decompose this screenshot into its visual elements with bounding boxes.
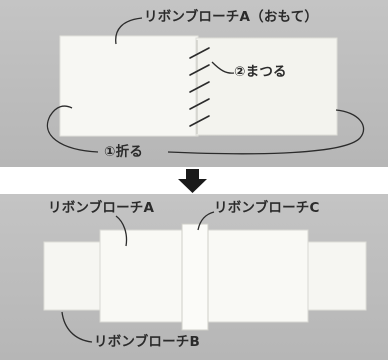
step1-panel: リボンブローチA（おもて） ②まつる ①折る xyxy=(0,0,388,167)
fold-curve-left xyxy=(46,105,99,153)
step2-illustration xyxy=(43,211,367,343)
step2-panel: リボンブローチA リボンブローチC リボンブローチB xyxy=(0,194,388,360)
fold-curve-right xyxy=(167,109,365,155)
ribbon-b-label: リボンブローチB xyxy=(94,334,200,350)
leader-sew xyxy=(211,61,235,74)
leader-ribbon-b xyxy=(61,311,93,343)
ribbon-a-right-half xyxy=(195,37,338,136)
ribbon-c-label: リボンブローチC xyxy=(214,200,320,216)
leader-ribbon-c xyxy=(197,211,215,231)
ribbon-a-left-half xyxy=(59,35,199,137)
leader-ribbon-a-2 xyxy=(115,215,128,247)
ribbon-a-label: リボンブローチA xyxy=(48,200,155,216)
stitch-marks xyxy=(189,47,210,127)
ribbon-a-front-label: リボンブローチA（おもて） xyxy=(144,9,319,25)
sew-label: ②まつる xyxy=(234,64,287,80)
fold-label: ①折る xyxy=(104,144,144,160)
step1-illustration xyxy=(46,17,365,155)
down-arrow-icon xyxy=(178,169,207,193)
leader-ribbon-a xyxy=(115,17,143,45)
ribbon-c xyxy=(181,223,209,331)
